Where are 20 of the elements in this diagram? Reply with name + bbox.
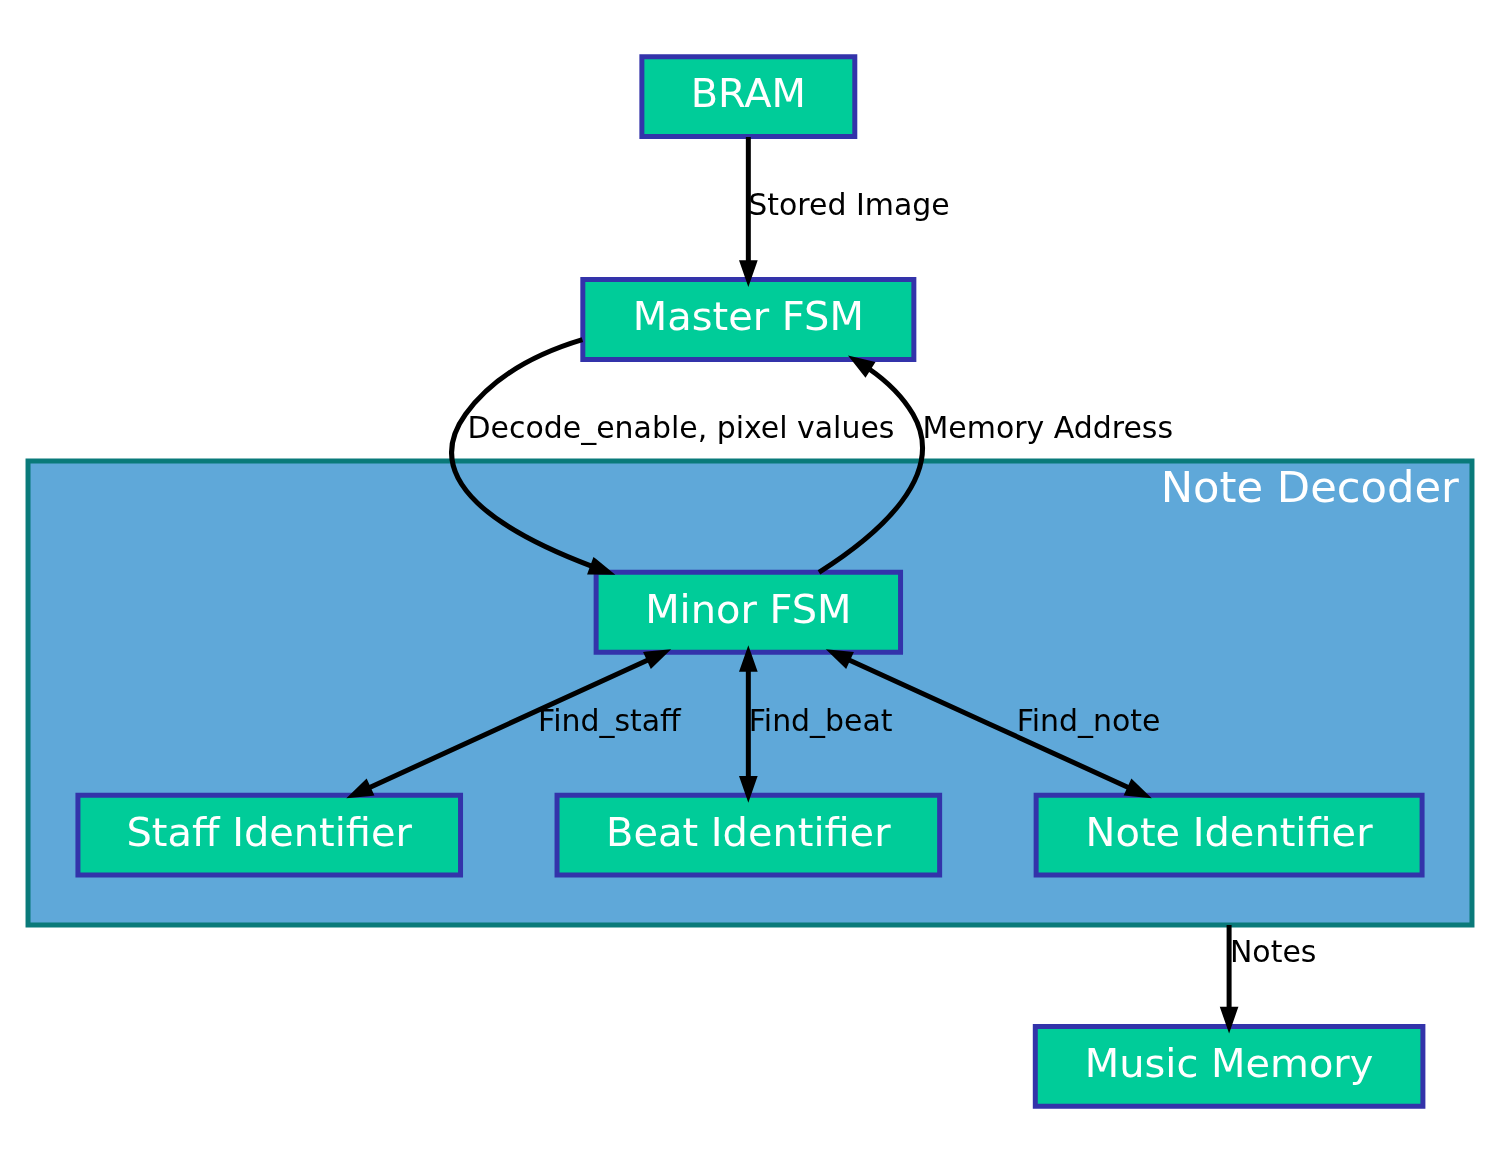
node-box: Minor FSM bbox=[593, 569, 904, 655]
edge-label: Find_staff bbox=[538, 702, 681, 738]
arrow bbox=[739, 644, 758, 803]
node-box: Music Memory bbox=[1032, 1023, 1426, 1109]
edge-label: Memory Address bbox=[922, 409, 1174, 445]
edge-label: Notes bbox=[1229, 933, 1317, 969]
arrow bbox=[346, 648, 672, 798]
node-box: BRAM bbox=[639, 53, 858, 139]
arrow bbox=[1219, 924, 1239, 1033]
arrow bbox=[825, 648, 1152, 798]
edge-label: Decode_enable, pixel values bbox=[467, 409, 895, 445]
node-box: Beat Identifier bbox=[554, 792, 943, 878]
arrow bbox=[739, 136, 758, 287]
node-box: Staff Identifier bbox=[75, 792, 464, 878]
edge-label: Find_note bbox=[1016, 702, 1161, 738]
node-box: Note Identifier bbox=[1033, 792, 1425, 878]
edge-label: Find_beat bbox=[748, 702, 893, 738]
arrow bbox=[449, 336, 616, 575]
node-box: Master FSM bbox=[580, 276, 917, 362]
arrow bbox=[817, 354, 925, 574]
